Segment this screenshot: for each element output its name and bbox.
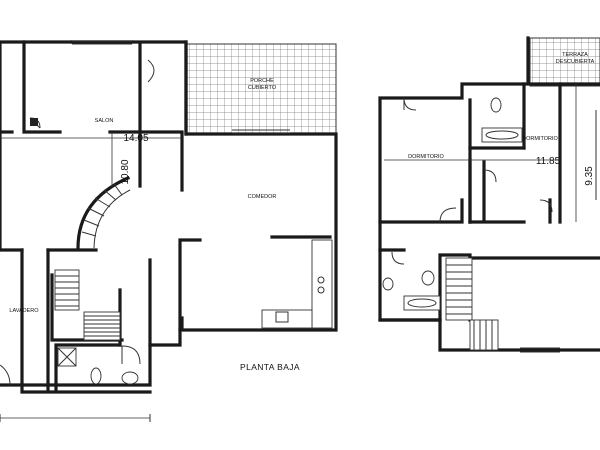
- dimension-width-upper: 11.85: [536, 156, 561, 167]
- room-label-dormitorio-1: DORMITORIO: [408, 154, 444, 160]
- stair-flight: [54, 269, 121, 341]
- room-label-descubierta: DESCUBIERTA: [556, 59, 595, 65]
- porche-paving: [185, 43, 337, 135]
- kitchen-counter: [261, 239, 333, 329]
- room-label-salon: SALON: [95, 118, 114, 124]
- ground-floor-plan: [0, 40, 338, 422]
- room-label-lavadero: LAVADERO: [9, 308, 39, 314]
- upper-stair-flight: [445, 257, 499, 351]
- ground-outer-walls: [0, 40, 338, 387]
- terraza-paving: [529, 37, 600, 87]
- bathroom-fixtures: [57, 347, 139, 385]
- upper-floor-plan: [378, 36, 600, 353]
- room-label-terraza: TERRAZA: [562, 52, 588, 58]
- dimension-width-ground: 14.05: [123, 133, 148, 144]
- room-label-comedor: COMEDOR: [248, 194, 277, 200]
- room-label-dormitorio-2: DORMITORIO: [522, 136, 558, 142]
- curved-stair-wall: [76, 175, 131, 250]
- dimension-depth-ground: 10.80: [120, 159, 131, 184]
- room-label-porche: PORCHE: [250, 78, 274, 84]
- upper-bath-fixtures: [382, 97, 523, 311]
- dimension-depth-upper: 9.35: [584, 166, 595, 186]
- drawing-title: PLANTA BAJA: [240, 362, 300, 372]
- room-label-cubierto: CUBIERTO: [248, 85, 277, 91]
